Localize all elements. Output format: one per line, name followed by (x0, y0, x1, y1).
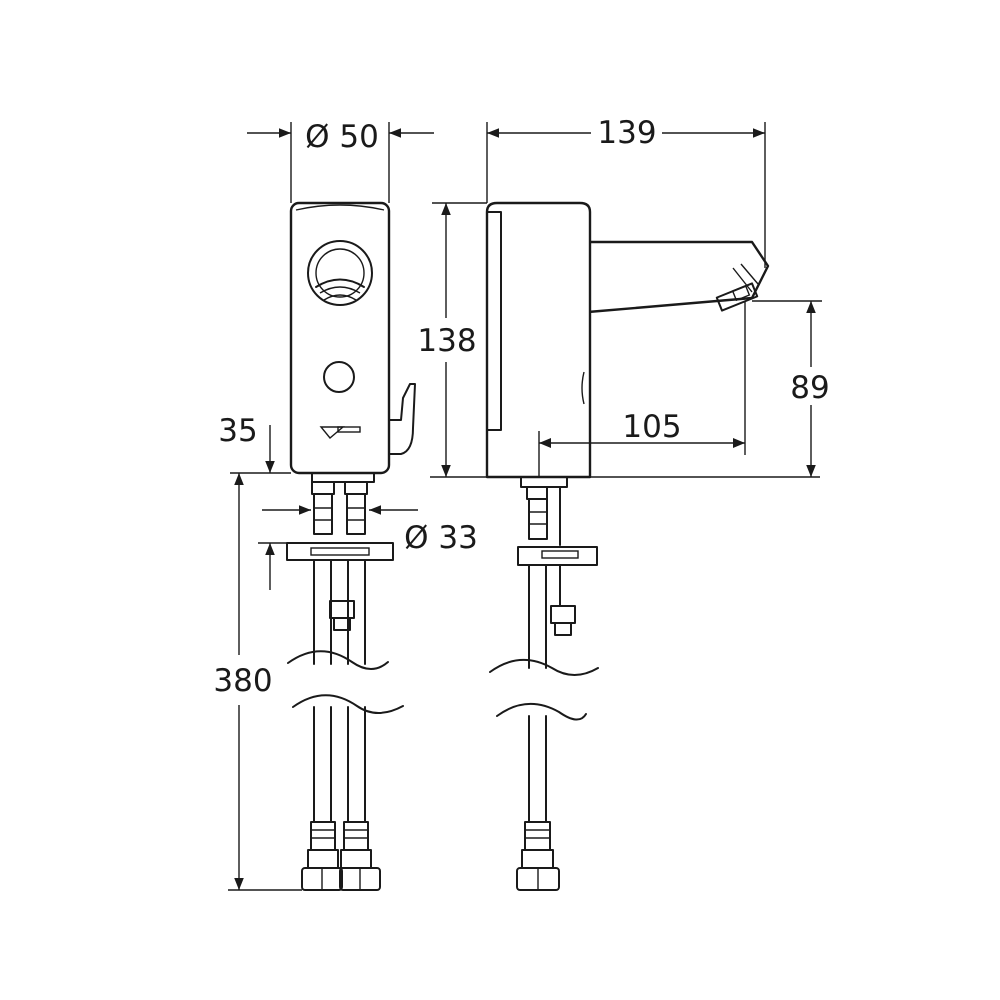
dim-offset-top: 35 (218, 413, 257, 449)
side-lever (388, 383, 416, 455)
dim-spout-height: 89 (790, 370, 829, 406)
dimension-labels: Ø 50 139 138 89 105 35 Ø 33 380 (213, 115, 829, 699)
front-fittings (311, 481, 368, 535)
side-view (485, 201, 770, 891)
front-base-plate (286, 542, 394, 561)
dim-height-body: 138 (417, 323, 476, 359)
dim-diameter-body: Ø 50 (305, 119, 379, 155)
dim-diameter-base: Ø 33 (404, 520, 478, 556)
logo-mark-icon (319, 426, 361, 439)
dimension-lines (228, 122, 822, 891)
button-icon (323, 361, 355, 393)
front-view (286, 201, 416, 891)
sensor-window-icon (307, 240, 373, 306)
dim-spout-reach: 105 (622, 409, 681, 445)
front-hose-connectors (301, 821, 381, 891)
side-body (485, 201, 592, 479)
break-line (287, 650, 389, 670)
dim-hose-length: 380 (213, 663, 272, 699)
side-base-plate (517, 546, 598, 566)
aerator-icon (715, 263, 759, 312)
dim-width-total: 139 (597, 115, 656, 151)
